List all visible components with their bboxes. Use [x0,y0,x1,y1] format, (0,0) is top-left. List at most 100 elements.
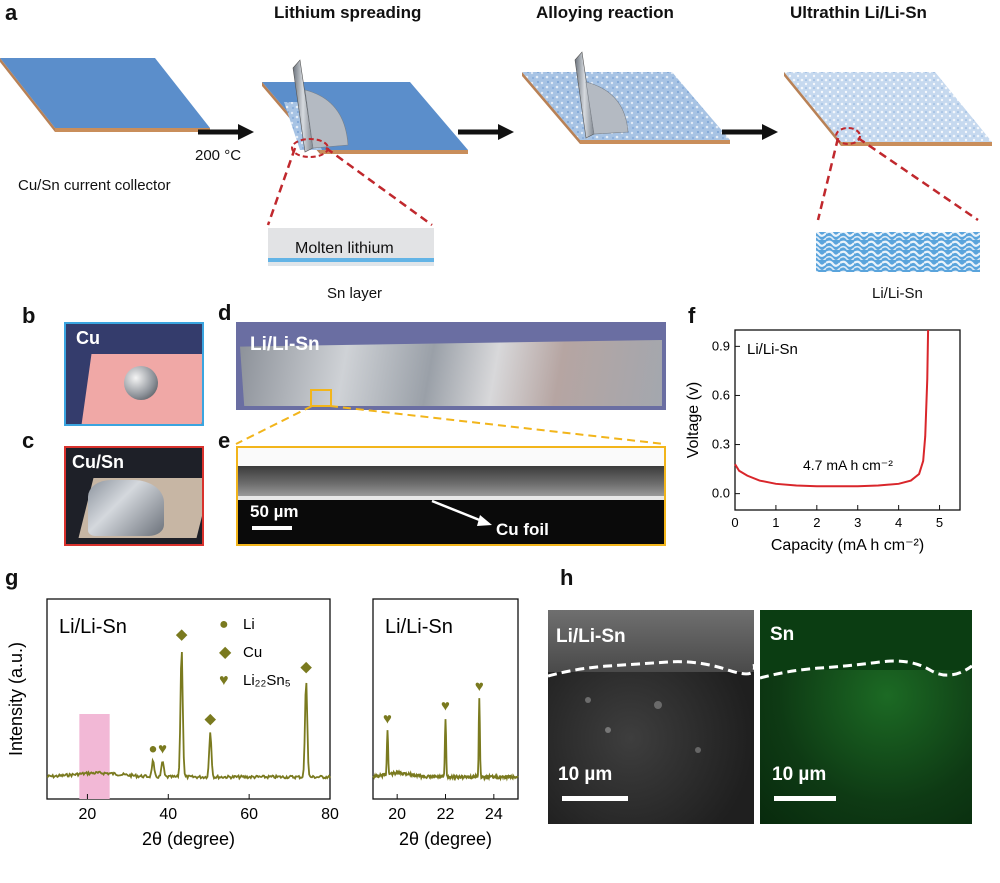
x-tick-label-g: 80 [321,806,339,823]
panel-letter-h: h [560,565,574,590]
scale-label-h-left: 10 µm [558,764,613,785]
temperature-label: 200 °C [195,147,242,164]
legend-entry-g: Cu [243,644,262,661]
legend-f: Li/Li-Sn [747,341,798,358]
xrd-zoom-chart: ♥ ♥ ♥ 20 22 24 Li/Li-Sn 2θ (degree) [372,598,519,849]
zoom-box [310,389,332,407]
plot-frame-f [734,329,961,511]
legend-title-g: Li/Li-Sn [385,616,453,638]
molten-lithium-label: Molten lithium [295,240,394,257]
zoom-line-right-2 [857,136,979,222]
collector-sheet-1 [0,58,210,128]
x-tick-label-f: 2 [813,515,820,530]
photo-cu-label: Cu [76,328,100,348]
process-arrow-1 [198,124,254,140]
peak-marker: ♥ [441,698,450,715]
peak-marker: ◆ [205,711,217,728]
y-tick-label-f: 0.0 [712,486,730,501]
step-title-alloying: Alloying reaction [536,3,674,22]
peak-marker: ◆ [300,659,312,676]
scale-label-e: 50 µm [250,502,299,521]
x-tick-label-f: 5 [936,515,943,530]
zoom-line-right-1 [325,146,433,227]
y-axis-label-f: Voltage (v) [685,382,702,458]
photo-li-lisn-label: Li/Li-Sn [250,334,320,355]
process-arrow-2 [458,124,514,140]
voltage-capacity-chart: 0 1 2 3 4 5 0.0 0.3 0.6 0.9 Li/Li-Sn 4.7 mA h cm⁻² C… [685,329,961,554]
photo-li-lisn-foil: Li/Li-Sn [236,322,666,410]
cu-foil-label: Cu foil [496,520,549,539]
photo-cu-sn-label: Cu/Sn [72,452,124,472]
legend-marker-g: ◆ [219,644,232,661]
x-tick-label-f: 3 [854,515,861,530]
molten-lithium-layer [268,228,434,258]
panel-letter-c: c [22,428,35,453]
eds-sn-label: Sn [770,624,795,645]
legend-marker-g: ♥ [219,672,229,689]
x-tick-label-g: 22 [437,806,455,823]
xrd-trace [372,698,519,782]
zoom-line-left-1 [266,147,297,226]
highlight-region [79,714,110,799]
eds-sn-map: Sn 10 µm [760,610,972,824]
scale-bar-h-right [774,796,836,801]
x-tick-label-f: 0 [731,515,738,530]
xrd-trace [46,651,331,781]
lithium-droplet [124,366,158,400]
li-lisn-inset [816,232,980,272]
peak-marker: ♥ [158,740,167,757]
y-axis-label-g: Intensity (a.u.) [6,642,26,756]
spread-lithium [88,480,164,536]
sem-h-label: Li/Li-Sn [556,626,626,647]
panel-a-schematic [0,51,992,272]
panel-letter-a: a [5,0,18,25]
annotation-f: 4.7 mA h cm⁻² [803,457,893,473]
peak-marker: ◆ [176,626,188,643]
x-tick-label-g: 20 [79,806,97,823]
sem-cross-section: 50 µm Cu foil [236,446,666,546]
sem-image-h: Li/Li-Sn 10 µm [548,610,754,824]
sn-layer-label: Sn layer [327,285,383,302]
x-tick-label-g: 24 [485,806,503,823]
panel-letter-f: f [688,303,696,328]
photo-cu-sn: Cu/Sn [64,446,204,546]
panel-letter-d: d [218,300,232,325]
panel-letter-e: e [218,428,231,453]
y-tick-label-f: 0.3 [712,437,730,452]
scale-label-h-right: 10 µm [772,764,827,785]
step-title-spreading: Lithium spreading [274,3,422,22]
x-axis-label-f: Capacity (mA h cm⁻²) [771,537,924,554]
collector-sheet-3 [522,72,730,140]
peak-marker: ♥ [475,678,484,695]
zoom-line-left-2 [816,137,840,221]
collector-label: Cu/Sn current collector [18,177,171,194]
legend-entry-g: Li [243,616,255,633]
step-title-result: Ultrathin Li/Li-Sn [790,3,927,22]
legend-entry-g: Li₂₂Sn₅ [243,672,291,689]
panel-letter-b: b [22,303,36,328]
plot-frame-g [46,598,331,800]
photo-cu: Cu [64,322,204,426]
x-tick-label-g: 40 [159,806,177,823]
peak-marker: ● [148,740,157,757]
legend-marker-g: ● [219,616,229,633]
panel-letter-g: g [5,565,19,590]
scale-bar-e [252,526,292,530]
x-tick-label-g: 20 [388,806,406,823]
x-axis-label-g: 2θ (degree) [399,829,492,849]
zoom-lines-d-e [235,405,665,445]
legend-title-g: Li/Li-Sn [59,616,127,638]
voltage-curve [734,329,930,488]
result-label: Li/Li-Sn [872,285,923,302]
x-axis-label-g: 2θ (degree) [142,829,235,849]
y-tick-label-f: 0.9 [712,338,730,353]
y-tick-label-f: 0.6 [712,387,730,402]
x-tick-label-f: 4 [895,515,902,530]
x-tick-label-g: 60 [240,806,258,823]
collector-sheet-4 [784,72,992,142]
x-tick-label-f: 1 [772,515,779,530]
peak-marker: ♥ [383,711,392,728]
sn-layer-strip [268,258,434,262]
scale-bar-h-left [562,796,628,801]
